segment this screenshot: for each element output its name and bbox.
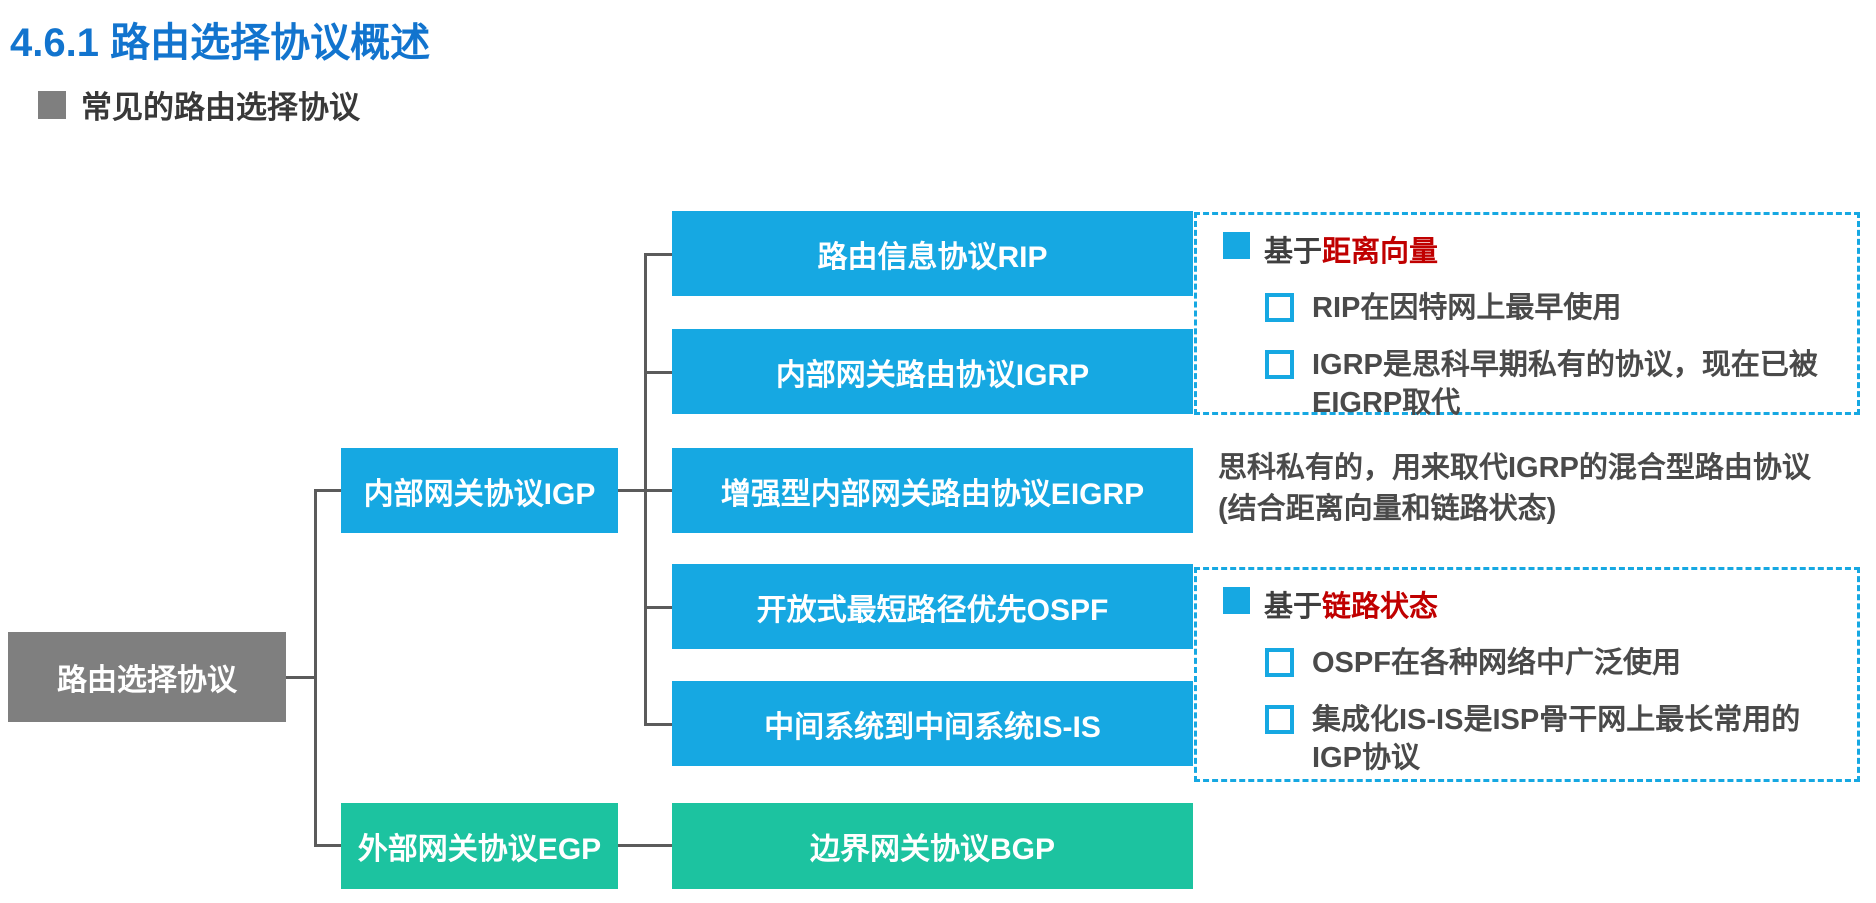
node-bgp-label: 边界网关协议BGP — [809, 833, 1055, 866]
eigrp-note-line2: (结合距离向量和链路状态) — [1218, 493, 1557, 525]
node-routing-protocol-label: 路由选择协议 — [57, 664, 237, 697]
filled-square-bullet-icon — [1223, 232, 1250, 259]
list-item: IGRP是思科早期私有的协议，现在已被EIGRP取代 — [1265, 346, 1857, 422]
list-item-text: OSPF在各种网络中广泛使用 — [1312, 647, 1681, 679]
list-item: OSPF在各种网络中广泛使用 — [1265, 644, 1857, 682]
square-bullet-icon — [38, 90, 66, 119]
eigrp-note-line1: 思科私有的，用来取代IGRP的混合型路由协议 — [1218, 452, 1811, 484]
node-igp-label: 内部网关协议IGP — [363, 477, 596, 511]
node-eigrp: 增强型内部网关路由协议EIGRP — [672, 448, 1193, 533]
node-routing-protocol: 路由选择协议 — [8, 632, 286, 722]
distance-vector-heading: 基于距离向量 — [1223, 228, 1857, 270]
connector-left-trunk — [314, 489, 317, 847]
node-ospf-label: 开放式最短路径优先OSPF — [756, 593, 1109, 627]
node-isis-label: 中间系统到中间系统IS-IS — [764, 710, 1101, 744]
list-item-text: IGRP是思科早期私有的协议，现在已被EIGRP取代 — [1312, 349, 1818, 419]
heading-prefix: 基于 — [1264, 236, 1323, 268]
node-igrp-label: 内部网关路由协议IGRP — [775, 358, 1090, 392]
connector-trunk-to-igp — [314, 489, 342, 492]
node-igrp: 内部网关路由协议IGRP — [672, 329, 1193, 414]
connector-to-ospf — [644, 606, 672, 609]
open-square-bullet-icon — [1265, 350, 1294, 379]
node-ospf: 开放式最短路径优先OSPF — [672, 564, 1193, 649]
page-title: 4.6.1 路由选择协议概述 — [10, 21, 431, 65]
distance-vector-note-box: 基于距离向量 RIP在因特网上最早使用 IGRP是思科早期私有的协议，现在已被E… — [1194, 212, 1860, 419]
connector-to-igrp — [644, 371, 672, 374]
connector-to-isis — [644, 723, 672, 726]
list-item-text: RIP在因特网上最早使用 — [1312, 292, 1622, 324]
link-state-heading: 基于链路状态 — [1223, 583, 1857, 625]
filled-square-bullet-icon — [1223, 587, 1250, 614]
connector-to-rip — [644, 253, 672, 256]
connector-root-to-trunk — [286, 676, 316, 679]
link-state-note-box: 基于链路状态 OSPF在各种网络中广泛使用 集成化IS-IS是ISP骨干网上最长… — [1194, 567, 1860, 782]
connector-egp-to-bgp — [618, 844, 672, 847]
node-eigrp-label: 增强型内部网关路由协议EIGRP — [720, 477, 1145, 511]
open-square-bullet-icon — [1265, 293, 1294, 322]
subtitle-label: 常见的路由选择协议 — [81, 90, 360, 125]
node-rip-label: 路由信息协议RIP — [817, 240, 1048, 274]
heading-highlight: 链路状态 — [1322, 591, 1439, 623]
list-item: RIP在因特网上最早使用 — [1265, 289, 1857, 327]
eigrp-note: 思科私有的，用来取代IGRP的混合型路由协议 (结合距离向量和链路状态) — [1218, 448, 1811, 530]
subtitle: 常见的路由选择协议 — [38, 82, 360, 127]
node-bgp: 边界网关协议BGP — [672, 803, 1193, 889]
heading-highlight: 距离向量 — [1322, 236, 1439, 268]
connector-trunk-to-egp — [314, 844, 342, 847]
node-isis: 中间系统到中间系统IS-IS — [672, 681, 1193, 766]
connector-right-trunk — [644, 253, 647, 726]
list-item: 集成化IS-IS是ISP骨干网上最长常用的IGP协议 — [1265, 701, 1857, 777]
heading-prefix: 基于 — [1264, 591, 1323, 623]
node-rip: 路由信息协议RIP — [672, 211, 1193, 296]
open-square-bullet-icon — [1265, 648, 1294, 677]
list-item-text: 集成化IS-IS是ISP骨干网上最长常用的IGP协议 — [1312, 704, 1801, 774]
open-square-bullet-icon — [1265, 705, 1294, 734]
node-egp-label: 外部网关协议EGP — [357, 833, 602, 866]
node-igp: 内部网关协议IGP — [341, 448, 618, 533]
node-egp: 外部网关协议EGP — [341, 803, 618, 889]
